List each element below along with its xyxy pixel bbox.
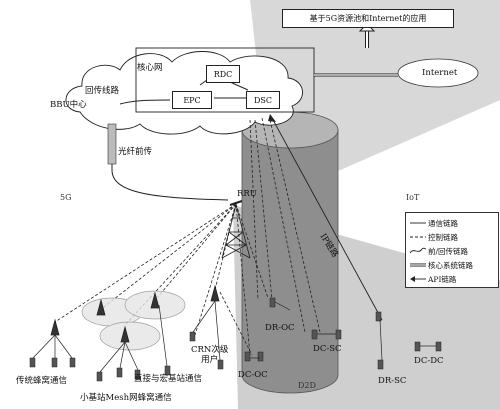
epc-box: EPC xyxy=(172,91,212,109)
legend-fronthaul-link: 前/回传链路 xyxy=(428,247,469,256)
dsc-box: DSC xyxy=(246,91,280,109)
small-cells xyxy=(50,284,220,343)
legend-control-link: 控制链路 xyxy=(428,233,458,242)
application-box: 基于5G资源池和Internet的应用 xyxy=(282,9,454,28)
dr-oc-label: DR-OC xyxy=(265,323,295,333)
mesh-cells xyxy=(81,290,186,351)
region-5g-label: 5G xyxy=(60,193,72,202)
internet-label: Internet xyxy=(422,68,458,78)
rru-tower xyxy=(221,200,251,259)
legend-comm-link: 通信链路 xyxy=(428,219,458,228)
comm-links xyxy=(32,300,436,373)
crn-user-label: CRN次级 用户 xyxy=(191,345,229,365)
direct-macro-caption: 直接与宏基站通信 xyxy=(134,374,203,384)
traditional-caption: 传统蜂窝通信 xyxy=(16,376,68,386)
legend-api-link: API链路 xyxy=(428,275,457,284)
backhaul-label: 回传线路 xyxy=(85,86,120,96)
dc-dc-label: DC-DC xyxy=(414,356,444,366)
rru-label: RRU xyxy=(237,189,257,199)
dr-sc-label: DR-SC xyxy=(378,376,407,386)
legend-core-link: 核心系统链路 xyxy=(428,261,473,270)
dc-oc-label: DC-OC xyxy=(238,370,268,380)
user-devices xyxy=(29,297,442,382)
legend: 通信链路 控制链路 前/回传链路 核心系统链路 API链路 xyxy=(405,212,499,288)
internet-cloud xyxy=(397,58,479,88)
core-network-label: 核心网 xyxy=(137,63,163,73)
mesh-caption: 小基站Mesh网蜂窝通信 xyxy=(80,393,172,403)
dc-sc-label: DC-SC xyxy=(313,344,342,354)
bbu-label: BBU中心 xyxy=(50,100,87,110)
region-iot-label: IoT xyxy=(406,193,420,202)
region-d2d-label: D2D xyxy=(298,381,316,390)
fronthaul-label: 光纤前传 xyxy=(118,147,153,157)
rdc-box: RDC xyxy=(206,65,240,83)
control-links xyxy=(54,117,321,356)
